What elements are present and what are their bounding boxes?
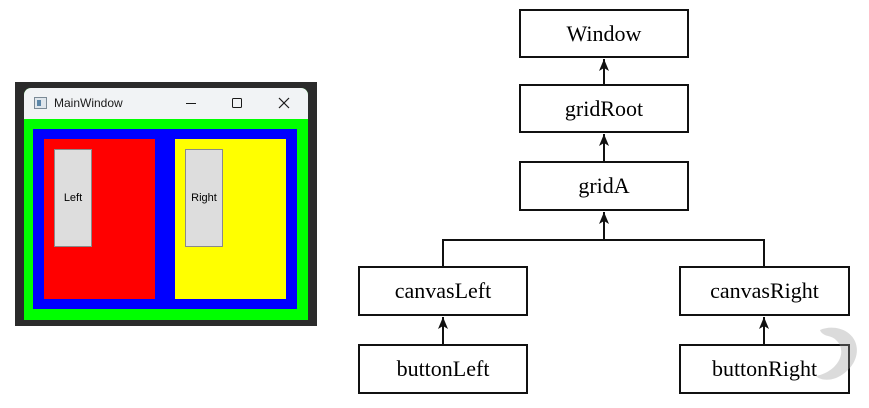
node-canvas-left: canvasLeft [358, 266, 528, 316]
logical-tree-diagram: Window gridRoot gridA canvasLeft canvasR… [320, 0, 869, 408]
tree-connectors [438, 59, 769, 344]
edge-canvases-bracket [442, 239, 765, 266]
canvas-right: Right [175, 139, 286, 299]
minimize-button[interactable] [176, 92, 206, 114]
maximize-button[interactable] [222, 92, 252, 114]
main-window: MainWindow Left Right [24, 88, 308, 320]
canvas-left: Left [44, 139, 155, 299]
window-title: MainWindow [54, 96, 123, 110]
right-button[interactable]: Right [185, 149, 223, 247]
node-grid-root: gridRoot [519, 84, 689, 133]
window-screenshot: MainWindow Left Right [15, 82, 317, 326]
close-icon [278, 97, 290, 109]
node-canvas-right: canvasRight [679, 266, 850, 316]
maximize-icon [232, 98, 242, 108]
node-window: Window [519, 9, 689, 58]
grid-a: Left Right [33, 129, 297, 309]
watermark-icon [816, 327, 857, 380]
title-bar[interactable]: MainWindow [24, 88, 308, 119]
minimize-icon [186, 103, 196, 104]
close-button[interactable] [269, 92, 299, 114]
grid-root: Left Right [24, 119, 308, 320]
node-grid-a: gridA [519, 161, 689, 211]
node-button-left: buttonLeft [358, 344, 528, 394]
app-icon [34, 97, 47, 109]
node-button-right: buttonRight [679, 344, 850, 394]
left-button[interactable]: Left [54, 149, 92, 247]
